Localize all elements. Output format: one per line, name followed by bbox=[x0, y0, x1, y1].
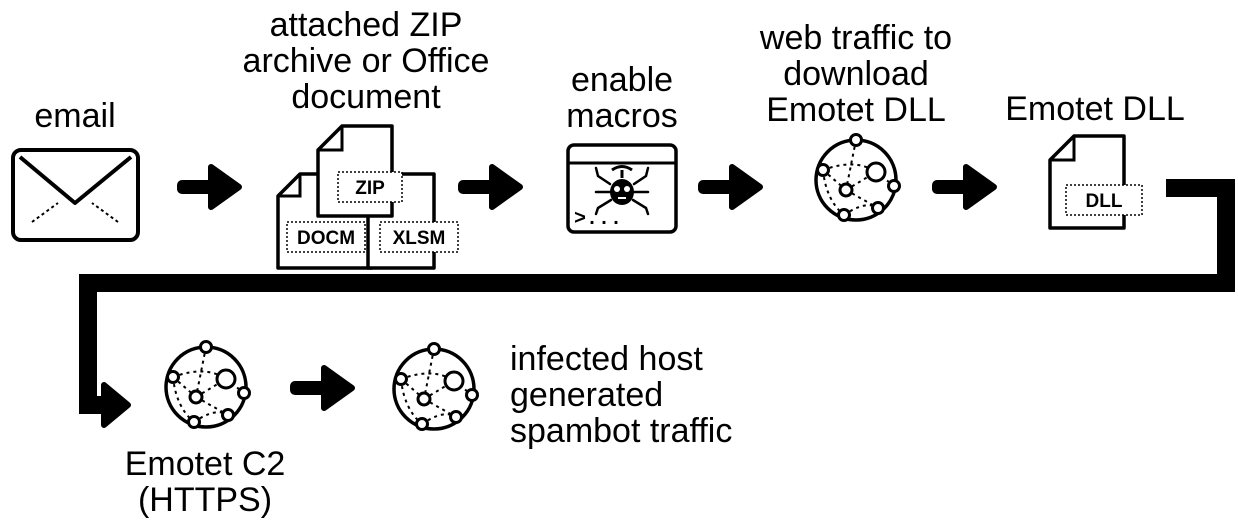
network-globe-icon bbox=[392, 341, 480, 432]
label-line: spambot traffic bbox=[510, 412, 733, 450]
label-line: Emotet DLL bbox=[766, 91, 946, 129]
wraparound-arrowhead bbox=[101, 382, 131, 428]
step-label-macros: enable macros bbox=[552, 62, 692, 134]
step-label-dll: Emotet DLL bbox=[990, 91, 1200, 127]
step-label-spambot: infected host generated spambot traffic bbox=[510, 341, 770, 449]
network-globe-icon bbox=[164, 339, 252, 430]
label-line: web traffic to bbox=[759, 19, 953, 57]
file-tag-xlsm: XLSM bbox=[393, 228, 446, 249]
label-line: generated bbox=[510, 376, 664, 414]
label-line: (HTTPS) bbox=[137, 481, 273, 519]
label-line: email bbox=[34, 97, 116, 135]
flow-arrow bbox=[177, 167, 239, 207]
step-label-attachment: attached ZIP archive or Office document bbox=[242, 7, 490, 115]
label-line: macros bbox=[566, 97, 678, 135]
file-tag-zip: ZIP bbox=[355, 178, 385, 199]
step-label-c2: Emotet C2 (HTTPS) bbox=[100, 446, 310, 518]
network-globe-icon bbox=[814, 132, 902, 223]
flow-arrow bbox=[932, 167, 994, 207]
label-line: download bbox=[783, 55, 929, 93]
file-stack-icon: ZIP DOCM XLSM bbox=[276, 124, 459, 270]
malware-terminal-icon: >... bbox=[566, 143, 678, 234]
wraparound-connector bbox=[79, 179, 1235, 414]
label-line: attached ZIP bbox=[269, 6, 463, 44]
dll-file-icon: DLL bbox=[1048, 134, 1143, 230]
label-line: archive or Office bbox=[242, 42, 490, 80]
terminal-prompt: >... bbox=[574, 208, 622, 231]
flow-arrow bbox=[458, 167, 520, 207]
envelope-icon bbox=[11, 148, 140, 242]
label-line: Emotet C2 bbox=[124, 445, 286, 483]
flow-arrow bbox=[698, 167, 760, 207]
step-label-email: email bbox=[25, 98, 125, 134]
label-line: Emotet DLL bbox=[1005, 90, 1185, 128]
label-line: enable bbox=[570, 61, 674, 99]
label-line: document bbox=[291, 78, 441, 116]
bug-skull-icon bbox=[594, 165, 650, 216]
label-line: infected host bbox=[510, 340, 703, 378]
step-label-download: web traffic to download Emotet DLL bbox=[736, 20, 976, 128]
file-tag-dll: DLL bbox=[1086, 191, 1123, 212]
flow-arrow bbox=[290, 368, 352, 408]
file-tag-docm: DOCM bbox=[297, 228, 355, 249]
